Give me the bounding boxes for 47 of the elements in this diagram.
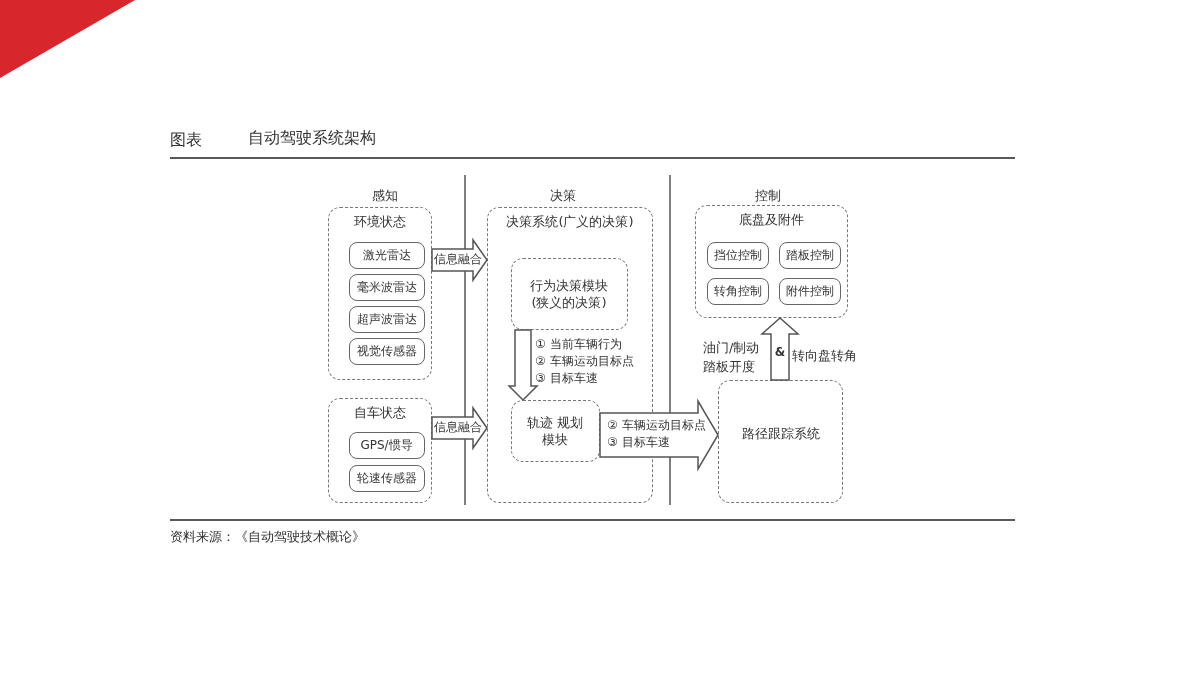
caption: 资料来源：《自动驾驶技术概论》 (170, 528, 365, 545)
box-label: 附件控制 (784, 282, 835, 300)
box-label: 视觉传感器 (355, 342, 418, 360)
box-heading: 自车状态 (353, 404, 407, 421)
box-heading: 决策系统(广义的决策) (505, 213, 635, 230)
title: 自动驾驶系统架构 (248, 128, 376, 148)
section-heading: 感知 (372, 187, 399, 205)
annotation-text: 转向盘转角 (792, 347, 858, 365)
edge-label: 信息融合 (434, 251, 483, 268)
rounded-box (348, 337, 425, 365)
block-arrow (431, 237, 488, 283)
annotation-text: 油门/制动踏板开度 (703, 339, 761, 376)
box-label: GPS/惯导 (359, 436, 414, 454)
box-heading: 路径跟踪系统 (740, 424, 821, 442)
box-heading: 底盘及附件 (738, 211, 805, 228)
section-heading: 决策 (550, 187, 577, 205)
rounded-box (348, 464, 425, 492)
dashed-group-box (328, 207, 432, 380)
block-arrow (431, 405, 488, 451)
section-heading: 控制 (755, 187, 782, 205)
rounded-box (706, 277, 769, 305)
box-label: 转角控制 (712, 282, 763, 300)
rounded-box (778, 241, 841, 269)
box-heading: 轨迹 规划模块 (525, 413, 585, 448)
edge-label: ① 当前车辆行为 ② 车辆运动目标点 ③ 目标车速 (535, 336, 635, 387)
block-arrow (507, 329, 539, 402)
rounded-box (348, 305, 425, 333)
figure-label: 图表 (170, 129, 203, 151)
box-heading: 行为决策模块(狭义的决策) (529, 276, 609, 311)
edge-label: ② 车辆运动目标点 ③ 目标车速 (607, 417, 707, 451)
edge-label: 信息融合 (434, 419, 483, 436)
box-label: 毫米波雷达 (355, 278, 418, 296)
box-label: 踏板控制 (784, 246, 835, 264)
dashed-group-box (695, 205, 848, 318)
box-label: 超声波雷达 (355, 310, 418, 328)
rounded-box (348, 431, 425, 459)
rounded-box (348, 273, 425, 301)
block-arrow (760, 317, 800, 381)
box-label: 激光雷达 (361, 246, 412, 264)
rounded-box (778, 277, 841, 305)
edge-label: & (773, 344, 787, 361)
box-label: 轮速传感器 (355, 469, 418, 487)
box-label: 挡位控制 (712, 246, 763, 264)
rounded-box (706, 241, 769, 269)
rounded-box (348, 241, 425, 269)
block-arrow (599, 398, 719, 472)
box-heading: 环境状态 (353, 213, 407, 230)
